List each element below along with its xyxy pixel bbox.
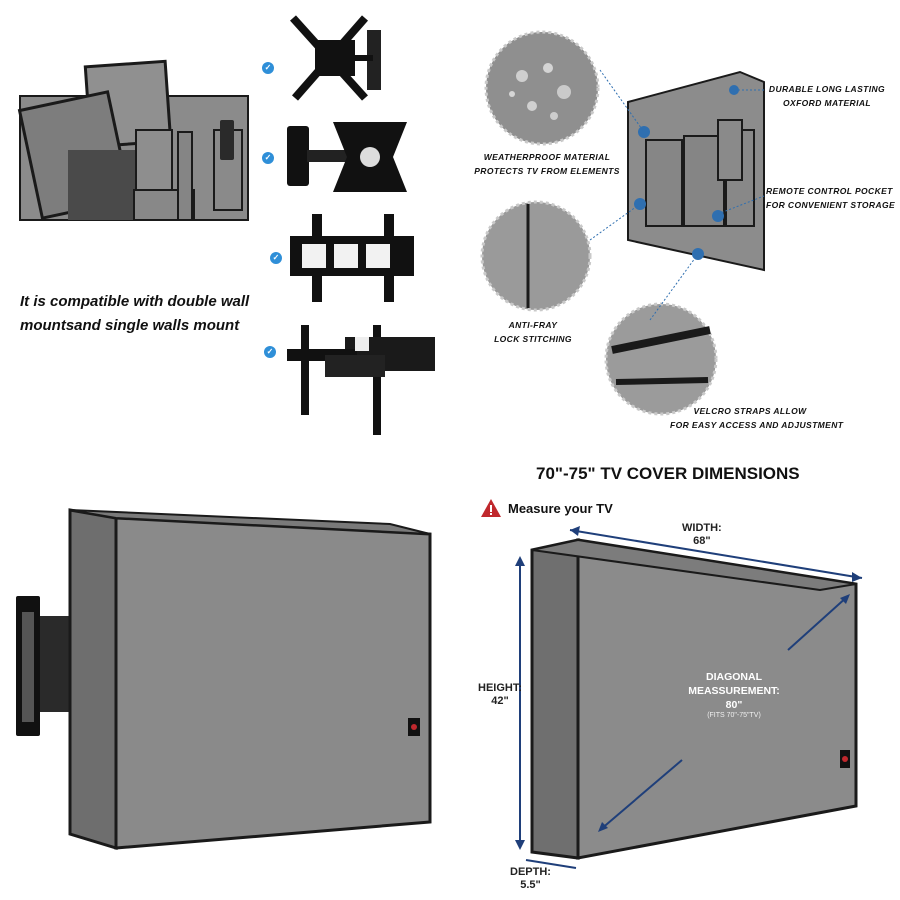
features-panel: WEATHERPROOF MATERIAL PROTECTS TV FROM E… xyxy=(450,0,900,450)
velcro-detail-image xyxy=(604,302,718,416)
remote-line-1: REMOTE CONTROL POCKET xyxy=(766,186,893,196)
callout-leader-lines xyxy=(589,69,765,321)
compatibility-caption: It is compatible with double wall mounts… xyxy=(20,290,270,338)
dimensions-title: 70"-75" TV COVER DIMENSIONS xyxy=(536,464,800,483)
cover-dimension-diagram xyxy=(515,526,863,869)
swivel-mount-image xyxy=(287,122,407,192)
diagonal-note: (FITS 70"-75"TV) xyxy=(707,712,761,719)
caption-line-1: It is compatible with double wall xyxy=(20,293,250,310)
remote-line-2: FOR CONVENIENT STORAGE xyxy=(766,200,896,210)
velcro-line-2: FOR EASY ACCESS AND ADJUSTMENT xyxy=(670,420,844,430)
compatibility-panel: It is compatible with double wall mounts… xyxy=(0,0,450,450)
weatherproof-line-2: PROTECTS TV FROM ELEMENTS xyxy=(474,166,620,176)
full-motion-mount-image xyxy=(287,325,435,435)
check-icon: ✓ xyxy=(262,62,274,74)
check-icon: ✓ xyxy=(262,152,274,164)
measure-note: Measure your TV xyxy=(480,498,613,518)
velcro-label: VELCRO STRAPS ALLOW FOR EASY ACCESS AND … xyxy=(670,404,844,432)
weatherproof-line-1: WEATHERPROOF MATERIAL xyxy=(483,152,611,162)
caption-line-2: mountsand single walls mount xyxy=(20,317,240,334)
weatherproof-detail-image xyxy=(484,30,600,146)
width-label: WIDTH: 68" xyxy=(682,522,722,548)
stitching-detail-image xyxy=(480,200,592,312)
diagonal-line-2: MEASSUREMENT: xyxy=(688,685,780,697)
height-value: 42" xyxy=(491,695,509,707)
mounted-cover-image xyxy=(16,508,432,851)
width-label-text: WIDTH: xyxy=(682,522,722,534)
height-label-text: HEIGHT: xyxy=(478,682,522,694)
remote-pocket-label: REMOTE CONTROL POCKET FOR CONVENIENT STO… xyxy=(766,184,896,212)
check-icon: ✓ xyxy=(264,346,276,358)
durable-line-1: DURABLE LONG LASTING xyxy=(768,84,886,94)
diagonal-line-1: DIAGONAL xyxy=(706,671,762,683)
flat-mount-image xyxy=(290,214,414,302)
weatherproof-label: WEATHERPROOF MATERIAL PROTECTS TV FROM E… xyxy=(472,150,622,178)
width-value: 68" xyxy=(693,535,711,547)
check-icon: ✓ xyxy=(270,252,282,264)
cover-back-view-image xyxy=(627,70,765,272)
antifray-line-1: ANTI-FRAY xyxy=(508,320,558,330)
mounted-cover-panel xyxy=(0,450,450,900)
diagonal-label: DIAGONAL MEASSUREMENT: 80" (FITS 70"-75"… xyxy=(664,670,804,719)
depth-label-text: DEPTH: xyxy=(510,866,551,878)
depth-value: 5.5" xyxy=(520,879,541,891)
folded-cover-image xyxy=(17,59,249,221)
dimensions-panel: 70"-75" TV COVER DIMENSIONS Measure your… xyxy=(450,450,900,900)
antifray-label: ANTI-FRAY LOCK STITCHING xyxy=(478,318,588,346)
measure-label: Measure your TV xyxy=(508,500,613,516)
diagonal-value: 80" xyxy=(725,699,743,711)
velcro-line-1: VELCRO STRAPS ALLOW xyxy=(693,406,807,416)
durable-line-2: OXFORD MATERIAL xyxy=(782,98,871,108)
antifray-line-2: LOCK STITCHING xyxy=(494,334,572,344)
articulating-mount-image xyxy=(290,15,381,101)
depth-label: DEPTH: 5.5" xyxy=(510,866,551,892)
durable-label: DURABLE LONG LASTING OXFORD MATERIAL xyxy=(766,82,888,110)
warning-icon xyxy=(481,499,501,517)
height-label: HEIGHT: 42" xyxy=(478,682,522,708)
